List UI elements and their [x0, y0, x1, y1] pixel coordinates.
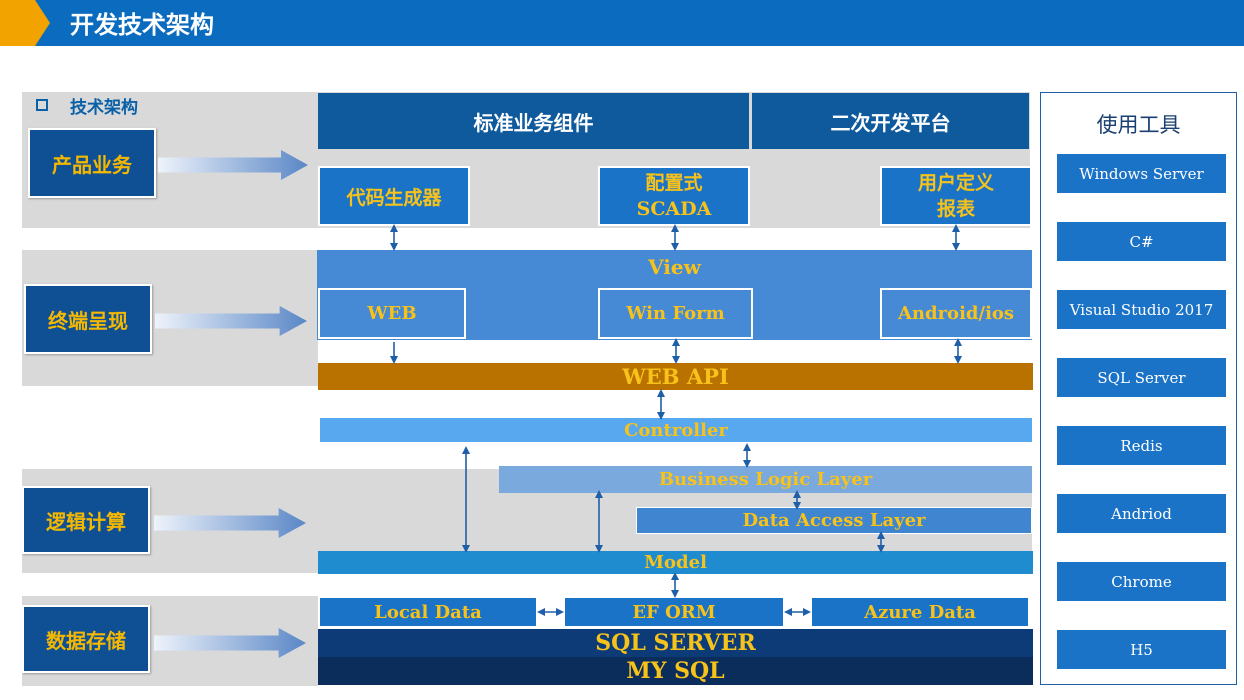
- user-report-line2: 报表: [936, 198, 975, 220]
- tools-title: 使用工具: [1096, 113, 1181, 137]
- tool-item: C#: [1056, 221, 1227, 262]
- square-bullet-icon: [36, 99, 48, 111]
- tool-item: Chrome: [1056, 561, 1227, 602]
- model-bar: Model: [318, 551, 1033, 574]
- scada-line1: 配置式: [645, 172, 703, 194]
- android-ios-box: Android/ios: [880, 288, 1032, 339]
- category-product: 产品业务: [28, 128, 156, 198]
- winform-box: Win Form: [598, 288, 753, 339]
- tool-item: Redis: [1056, 425, 1227, 466]
- tool-item: Visual Studio 2017: [1056, 289, 1227, 330]
- category-logic: 逻辑计算: [22, 486, 150, 554]
- tool-item: H5: [1056, 629, 1227, 670]
- sql-server-bar: SQL SERVER: [318, 629, 1033, 657]
- scada-line2: SCADA: [636, 198, 712, 220]
- local-data-box: Local Data: [318, 596, 538, 628]
- category-storage: 数据存储: [22, 605, 150, 673]
- section-heading-text: 技术架构: [70, 97, 138, 118]
- scada-box: 配置式 SCADA: [598, 166, 750, 226]
- standard-components-box: 标准业务组件: [318, 93, 749, 149]
- data-access-layer-bar: Data Access Layer: [636, 507, 1032, 534]
- code-generator-box: 代码生成器: [318, 166, 470, 226]
- tool-item: SQL Server: [1056, 357, 1227, 398]
- section-heading: 技术架构: [36, 92, 138, 118]
- header-bar: [0, 0, 1244, 46]
- web-box: WEB: [318, 288, 466, 339]
- tool-item: Andriod: [1056, 493, 1227, 534]
- my-sql-bar: MY SQL: [318, 657, 1033, 685]
- page-title: 开发技术架构: [70, 10, 214, 39]
- business-logic-layer-bar: Business Logic Layer: [499, 466, 1032, 493]
- azure-data-box: Azure Data: [810, 596, 1030, 628]
- tool-item: Windows Server: [1056, 153, 1227, 194]
- category-terminal: 终端呈现: [24, 284, 152, 354]
- secondary-dev-platform-box: 二次开发平台: [752, 93, 1029, 149]
- user-report-line1: 用户定义: [917, 172, 994, 194]
- view-title: View: [648, 255, 701, 279]
- controller-bar: Controller: [320, 418, 1032, 442]
- web-api-bar: WEB API: [318, 363, 1033, 390]
